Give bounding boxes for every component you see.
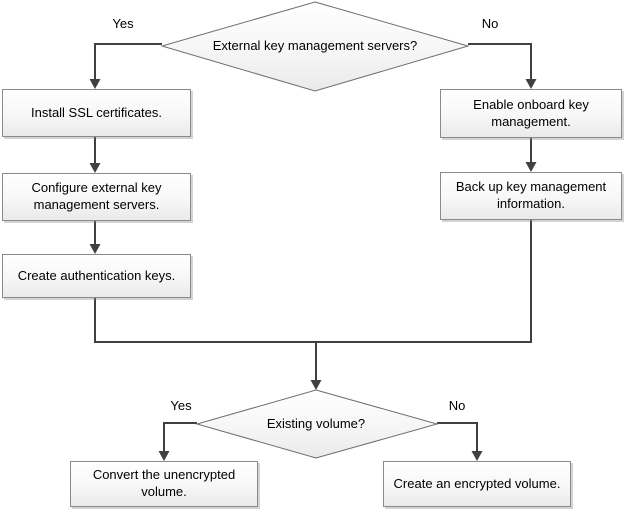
edge-bottom-no: [437, 422, 478, 452]
edge-top-yes: [94, 43, 162, 80]
arrowhead-into-volume-decision: [310, 380, 322, 390]
arrowhead-into-configure: [89, 163, 101, 173]
process-box-create-auth-keys: Create authentication keys.: [2, 254, 191, 298]
arrowhead-into-authkeys: [89, 244, 101, 254]
branch-label-external-no: No: [481, 16, 499, 31]
branch-label-external-yes: Yes: [112, 16, 134, 31]
edge-top-no: [468, 43, 532, 80]
arrowhead-into-ssl: [89, 79, 101, 89]
arrowhead-into-create: [471, 451, 483, 461]
process-box-enable-onboard: Enable onboard key management.: [440, 89, 622, 138]
process-box-configure-external: Configure external key management server…: [2, 173, 191, 221]
arrowhead-into-backup: [525, 162, 537, 172]
decision-diamond-existing-volume: [195, 389, 439, 459]
edge-bottom-yes: [163, 422, 197, 452]
process-box-create-volume: Create an encrypted volume.: [383, 461, 571, 507]
process-box-convert-volume: Convert the unencrypted volume.: [70, 461, 258, 507]
branch-label-volume-yes: Yes: [170, 398, 192, 413]
process-box-backup-info: Back up key management information.: [440, 172, 622, 220]
process-box-install-ssl: Install SSL certificates.: [2, 89, 191, 137]
edge-merge-junction: [94, 220, 532, 343]
arrowhead-into-convert: [158, 451, 170, 461]
arrowhead-into-onboard: [525, 79, 537, 89]
branch-label-volume-no: No: [448, 398, 466, 413]
decision-diamond-external-kms: [160, 1, 470, 92]
